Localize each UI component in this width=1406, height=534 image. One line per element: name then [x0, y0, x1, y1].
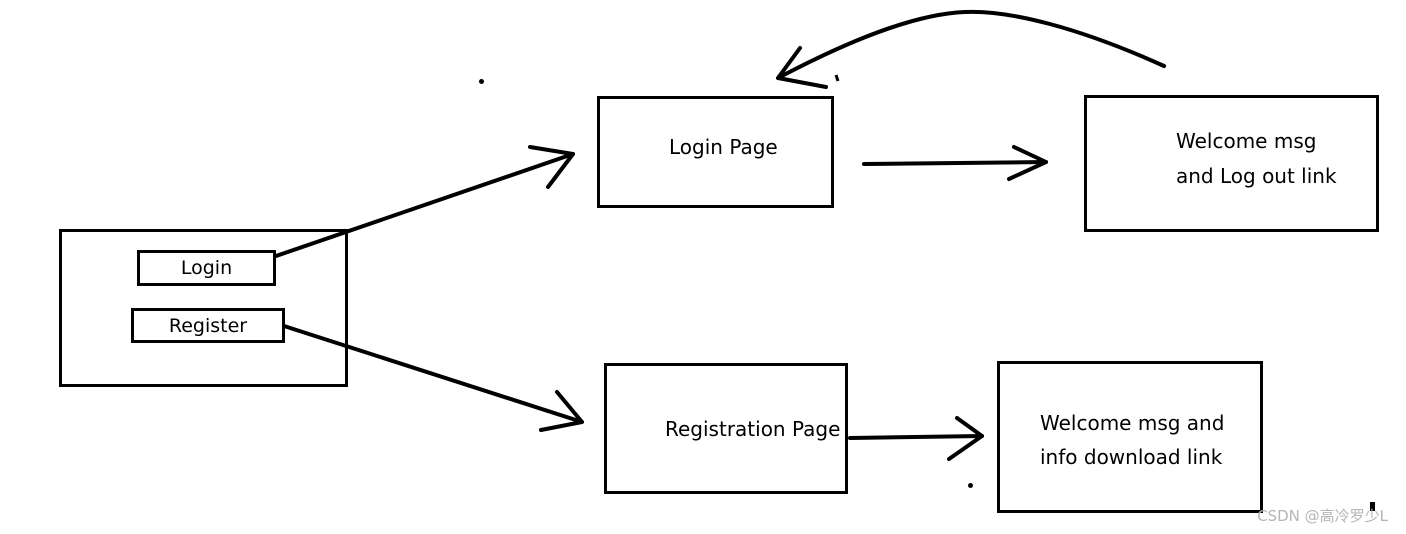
register-button[interactable]: Register — [131, 308, 285, 343]
stray-dot — [968, 483, 973, 488]
arrowhead-back-to-login — [776, 46, 828, 89]
login-page-box — [597, 96, 834, 208]
arrow-logout-back-to-login — [776, 9, 1166, 80]
arrowhead-registration-page — [539, 390, 584, 432]
stray-mark — [834, 74, 840, 82]
welcome-logout-line2: and Log out link — [1176, 164, 1337, 188]
welcome-download-line1: Welcome msg and — [1040, 411, 1225, 435]
welcome-logout-line1: Welcome msg — [1176, 129, 1317, 153]
welcome-download-box — [997, 361, 1263, 513]
watermark-text: CSDN @高冷罗少L — [1257, 507, 1388, 525]
arrow-registration-to-welcome-download — [848, 434, 984, 440]
login-page-label: Login Page — [669, 135, 778, 159]
welcome-download-line2: info download link — [1040, 445, 1223, 469]
arrow-login-to-login-page — [274, 152, 575, 258]
arrowhead-welcome-download — [947, 416, 984, 461]
arrowhead-welcome-logout — [1007, 145, 1048, 181]
registration-page-label: Registration Page — [665, 417, 841, 441]
welcome-logout-box — [1084, 95, 1379, 232]
stray-dot — [1370, 502, 1375, 511]
arrowhead-login-page — [528, 145, 575, 189]
login-button[interactable]: Login — [137, 250, 276, 286]
stray-dot — [479, 79, 484, 84]
home-screen-box — [59, 229, 348, 387]
arrow-login-page-to-welcome-logout — [862, 160, 1048, 166]
arrow-register-to-registration-page — [282, 324, 584, 424]
registration-page-box — [604, 363, 848, 494]
